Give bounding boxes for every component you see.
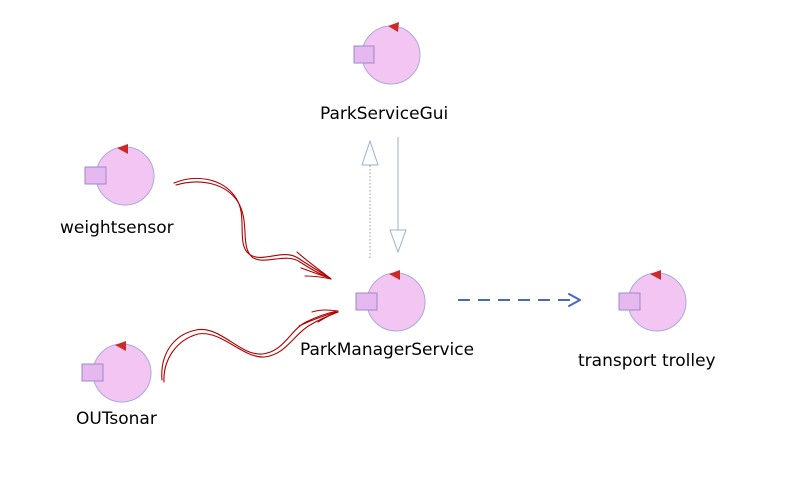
marker-icon xyxy=(650,270,661,280)
actor-transport-trolley[interactable] xyxy=(618,270,687,332)
port-icon xyxy=(353,45,375,64)
marker-icon xyxy=(388,22,399,32)
label-park-service-gui: ParkServiceGui xyxy=(320,104,449,124)
edge-park-manager-to-gui xyxy=(361,139,379,258)
label-park-manager-service: ParkManagerService xyxy=(300,340,475,360)
port-icon xyxy=(618,292,641,311)
edge-gui-to-park-manager xyxy=(389,137,407,254)
marker-icon xyxy=(389,270,400,280)
actor-park-manager-service[interactable] xyxy=(355,270,426,332)
edge-outsonar-to-park-manager xyxy=(161,309,339,383)
label-outsonar: OUTsonar xyxy=(76,409,157,429)
port-icon xyxy=(84,166,107,185)
port-icon xyxy=(355,292,378,311)
label-weightsensor: weightsensor xyxy=(60,218,174,238)
edge-park-manager-to-trolley xyxy=(458,293,581,307)
edge-weightsensor-to-park-manager xyxy=(173,177,332,280)
actor-outsonar[interactable] xyxy=(81,341,152,403)
marker-icon xyxy=(115,341,126,351)
marker-icon xyxy=(117,144,128,154)
label-transport-trolley: transport trolley xyxy=(578,351,716,371)
actor-park-service-gui[interactable] xyxy=(353,22,421,85)
actor-weightsensor[interactable] xyxy=(84,144,155,206)
port-icon xyxy=(81,363,104,382)
